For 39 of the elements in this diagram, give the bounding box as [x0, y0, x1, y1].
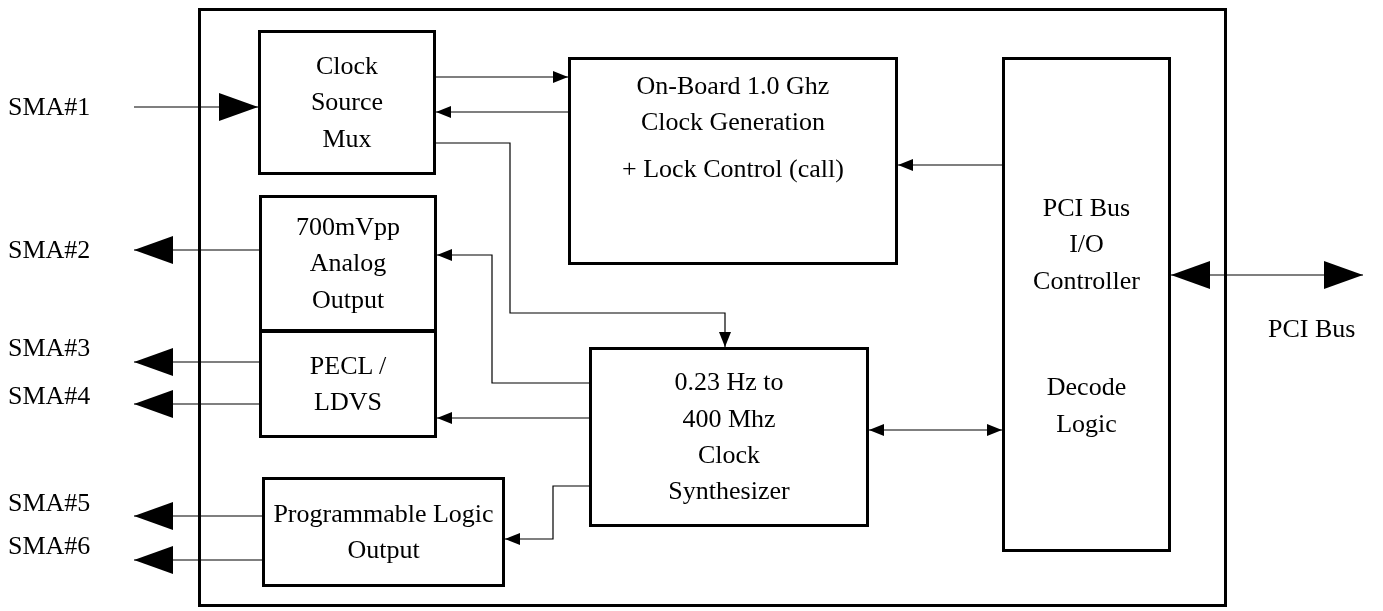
bus-label: PCI Bus: [1268, 313, 1356, 345]
board-outline: [198, 8, 1227, 607]
arrow: [435, 142, 731, 348]
block-box: [589, 347, 869, 527]
block-text: Programmable Logic Output: [272, 497, 495, 566]
block-text: On-Board 1.0 Ghz Clock Generation: [635, 70, 831, 139]
block-text: + Lock Control (call): [622, 152, 844, 185]
block-text: SMA#6: [8, 529, 91, 562]
block-box: [262, 477, 505, 587]
arrow: [435, 71, 569, 83]
arrow: [1170, 261, 1364, 289]
block-text: SMA#3: [8, 331, 91, 364]
arrow: [133, 236, 260, 264]
block-text: SMA#4: [8, 379, 91, 412]
arrow: [868, 424, 1003, 436]
arrow: [436, 412, 590, 424]
block-text: 0.23 Hz to 400 Mhz Clock Synthesizer: [667, 366, 791, 508]
block-box: [1002, 57, 1171, 552]
arrow: [133, 390, 260, 418]
block-text: SMA#5: [8, 486, 91, 519]
block-text: 700mVpp Analog Output: [295, 210, 401, 316]
arrow: [504, 485, 590, 545]
block-box: [259, 330, 437, 438]
block-text: SMA#1: [8, 90, 91, 123]
block-text: PECL / LDVS: [308, 349, 388, 418]
arrow: [435, 106, 569, 118]
block-box: [568, 57, 898, 265]
block-text: PCI Bus I/O Controller: [1032, 192, 1141, 297]
block-box: [259, 195, 437, 332]
arrow: [133, 502, 263, 530]
block-text: Decode Logic: [1045, 371, 1128, 440]
arrow: [133, 546, 263, 574]
arrow: [436, 249, 590, 384]
arrow: [133, 93, 259, 121]
block-text: SMA#2: [8, 233, 91, 266]
arrow: [133, 348, 260, 376]
arrow: [897, 159, 1003, 171]
block-box: [258, 30, 436, 175]
block-text: Clock Source Mux: [309, 49, 385, 155]
